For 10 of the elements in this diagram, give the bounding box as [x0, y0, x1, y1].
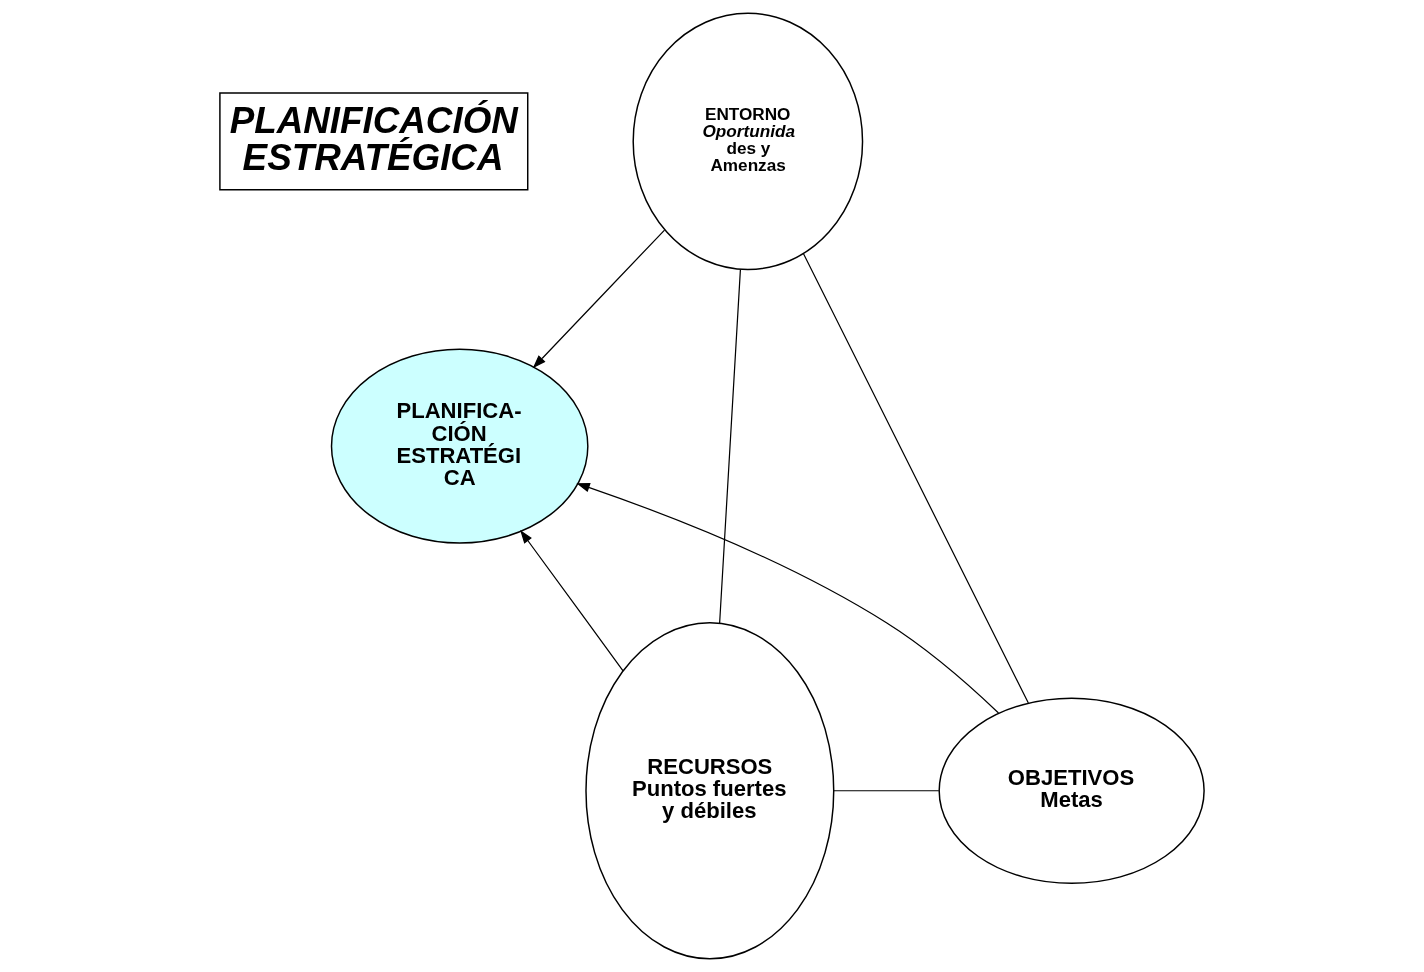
arrow	[532, 229, 666, 369]
node-box: PLANIFICACIÓN ESTRATÉGICA	[219, 92, 529, 191]
node-ellipse: RECURSOS Puntos fuertes y débiles	[585, 622, 835, 960]
arrow	[520, 530, 624, 672]
node-ellipse: OBJETIVOS Metas	[938, 697, 1205, 885]
connector	[833, 790, 940, 792]
connector	[719, 269, 741, 624]
connector	[802, 253, 1029, 704]
node-ellipse: ENTORNO Oportunida des y Amenzas	[632, 12, 864, 271]
arrow	[576, 483, 1000, 714]
